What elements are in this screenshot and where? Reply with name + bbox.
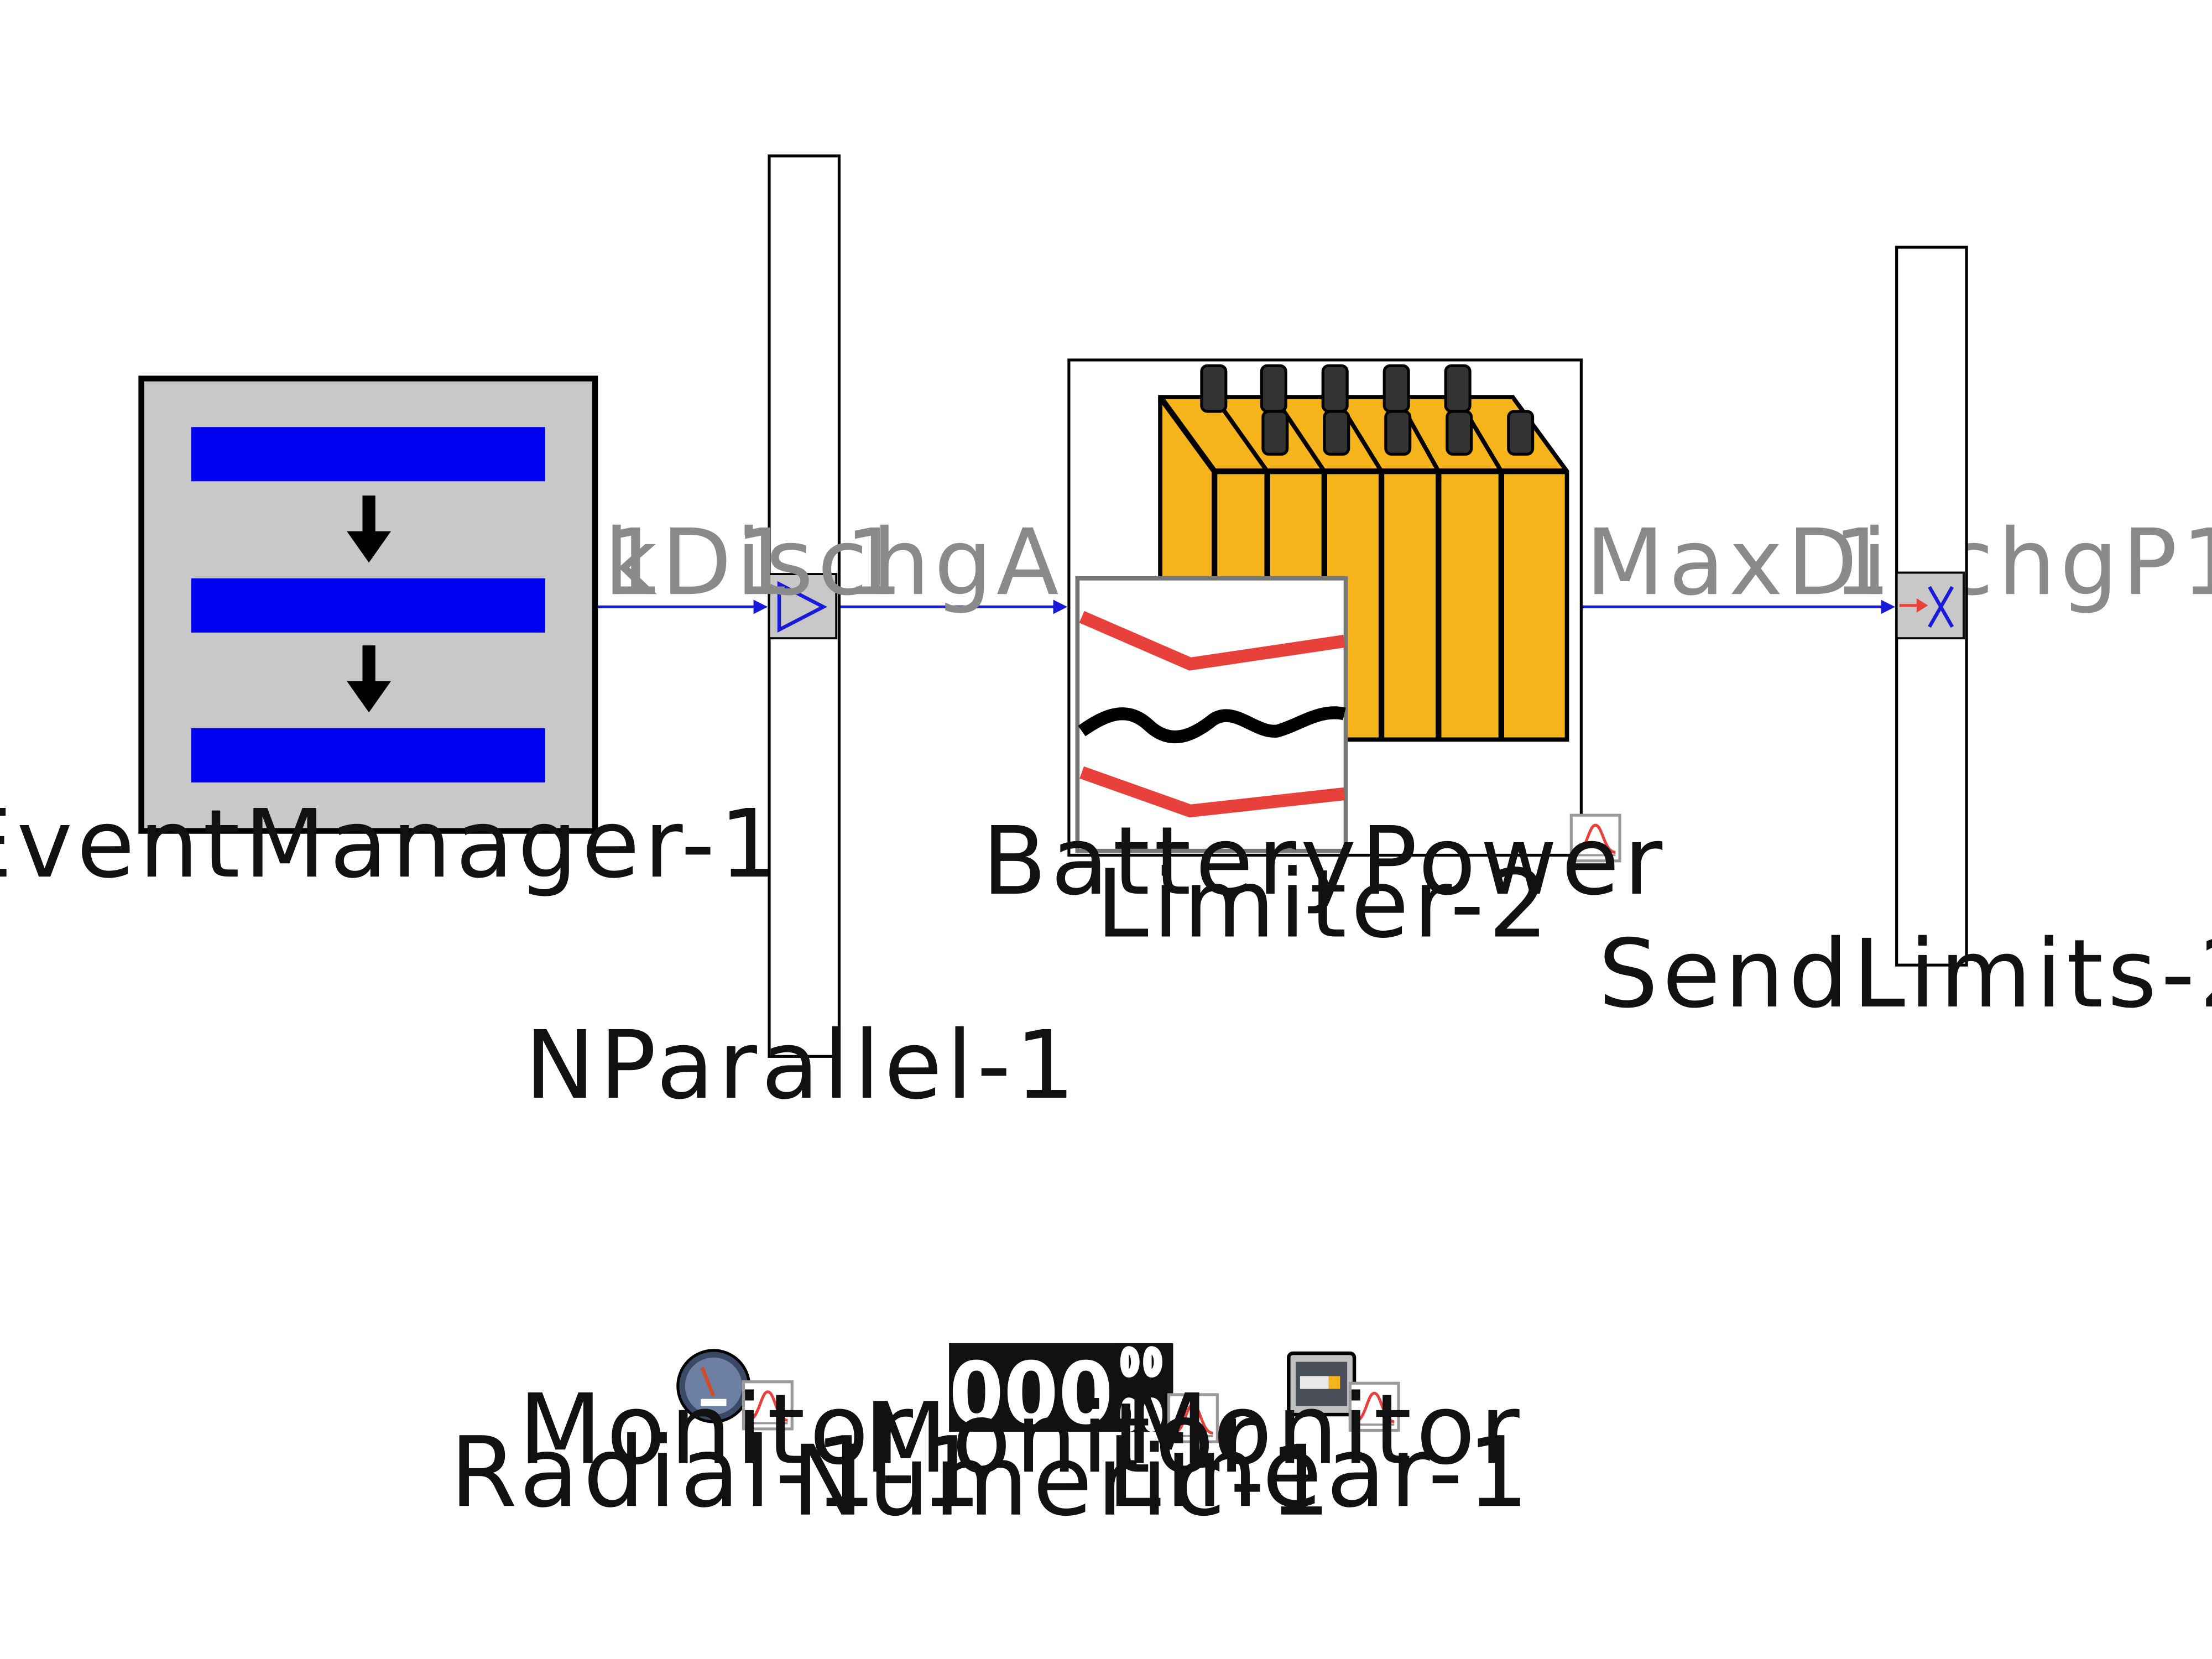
send-limits-label: SendLimits-2 — [1598, 920, 2212, 1029]
nparallel-block[interactable] — [768, 154, 841, 1058]
nparallel-label: NParallel-1 — [525, 1011, 1079, 1120]
monitor-numeric-block[interactable]: 000 — [949, 1343, 1219, 1444]
monitor-radial-label-line2: Radial-1-1 — [450, 1416, 985, 1529]
send-limits-input-port-label: 1 — [1833, 509, 1895, 615]
limiter-chart-icon — [1075, 576, 1348, 853]
monitor-radial-block[interactable] — [676, 1349, 794, 1431]
monitor-radial-label-line1: Monitor — [518, 1374, 917, 1486]
probe-icon[interactable] — [1569, 813, 1621, 863]
event-manager-label: EventManager-1 — [0, 790, 784, 899]
radial-probe-icon[interactable] — [742, 1380, 794, 1431]
event-sequence-icon — [191, 427, 545, 782]
numeric-display-value: 000 — [949, 1344, 1113, 1444]
battery-limiter-label-line1: BatteryPower — [982, 807, 1667, 916]
play-triangle-icon — [777, 581, 828, 633]
event-manager-block[interactable] — [138, 375, 598, 834]
numeric-display-icon: 000 — [949, 1343, 1173, 1444]
monitor-linear-block[interactable] — [1287, 1351, 1400, 1432]
event-manager-output-port-label: 1 — [605, 509, 667, 615]
linear-probe-icon[interactable] — [1348, 1381, 1400, 1432]
battery-limiter-label-line2: Limiter-2 — [1096, 850, 1553, 959]
nparallel-output-port-label: 1 — [845, 509, 907, 615]
numeric-probe-icon[interactable] — [1167, 1393, 1219, 1443]
nparallel-input-port-label: 1 — [735, 509, 797, 615]
send-limits-block[interactable] — [1895, 246, 1968, 967]
linear-meter-icon — [1287, 1351, 1357, 1417]
monitor-linear-label-line1: Monitor — [1125, 1374, 1524, 1486]
battery-power-limiter-block[interactable] — [1067, 358, 1621, 863]
x-icon — [1928, 586, 1954, 628]
battery-limiter-input-port-label: kDischgA — [604, 509, 1063, 615]
monitor-numeric-label-line2: Numeric-1 — [791, 1425, 1335, 1538]
monitor-numeric-label-line1: Monitor — [864, 1382, 1262, 1495]
monitor-linear-label-line2: Linear-1 — [1107, 1416, 1533, 1529]
